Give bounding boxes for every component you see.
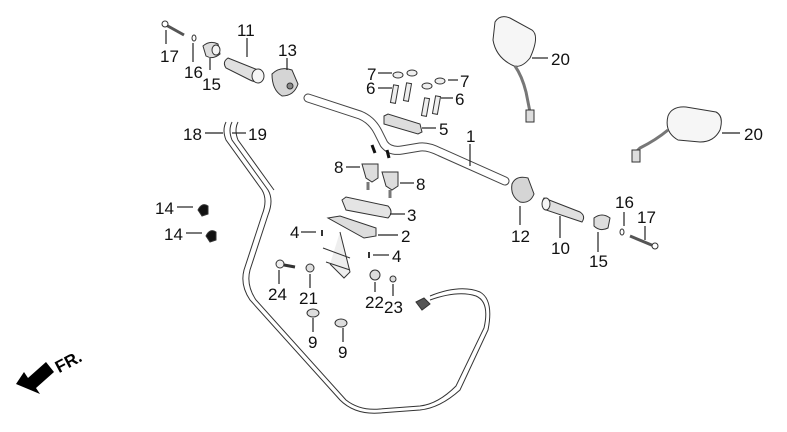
- callout-3: 3: [407, 206, 417, 225]
- bolt[interactable]: [431, 95, 442, 115]
- washer[interactable]: [434, 77, 446, 85]
- right-switch-housing[interactable]: [511, 176, 535, 203]
- callout-1: 1: [466, 127, 476, 146]
- washer[interactable]: [421, 82, 433, 90]
- bolt[interactable]: [389, 84, 400, 104]
- callout-7: 7: [460, 72, 470, 91]
- callout-17: 17: [160, 47, 179, 66]
- callout-5: 5: [439, 120, 449, 139]
- callout-10: 10: [551, 239, 570, 258]
- left-grip[interactable]: [223, 57, 265, 84]
- nut[interactable]: [369, 269, 381, 281]
- lower-holder[interactable]: [381, 171, 399, 198]
- callout-16: 16: [615, 193, 634, 212]
- callout-24: 24: [268, 285, 287, 304]
- cable-clip[interactable]: [197, 204, 209, 217]
- handlebar-mount-bracket[interactable]: [322, 215, 377, 279]
- callout-2: 2: [401, 227, 411, 246]
- callout-20: 20: [551, 50, 570, 69]
- callout-20: 20: [744, 125, 763, 144]
- bar-end-bolt[interactable]: [629, 234, 659, 250]
- callout-8: 8: [334, 158, 344, 177]
- callout-4: 4: [392, 247, 402, 266]
- callout-15: 15: [589, 252, 608, 271]
- lower-holder[interactable]: [361, 163, 379, 190]
- callout-16: 16: [184, 63, 203, 82]
- handlebar[interactable]: [303, 93, 510, 186]
- washer[interactable]: [392, 71, 404, 79]
- callout-19: 19: [248, 125, 267, 144]
- callout-14: 14: [164, 225, 183, 244]
- rubber-bushing[interactable]: [334, 318, 348, 328]
- washer[interactable]: [619, 228, 625, 236]
- left-switch-housing[interactable]: [271, 68, 299, 97]
- bar-end-weight[interactable]: [202, 41, 221, 59]
- callout-12: 12: [511, 227, 530, 246]
- callout-6: 6: [455, 90, 465, 109]
- bar-end-weight[interactable]: [593, 214, 611, 231]
- bolt[interactable]: [402, 82, 413, 102]
- bolt[interactable]: [420, 97, 431, 117]
- callout-15: 15: [202, 75, 221, 94]
- washer[interactable]: [305, 263, 315, 273]
- front-direction-arrow-icon: [16, 362, 54, 394]
- throttle-cable[interactable]: [223, 121, 491, 414]
- rear-view-mirror[interactable]: [492, 16, 536, 123]
- washer[interactable]: [406, 69, 418, 77]
- callout-14: 14: [155, 199, 174, 218]
- callout-7: 7: [367, 65, 377, 84]
- upper-holder-cover[interactable]: [341, 196, 392, 219]
- callout-22: 22: [365, 293, 384, 312]
- callout-23: 23: [384, 298, 403, 317]
- throttle-grip[interactable]: [541, 197, 585, 223]
- callout-8: 8: [416, 175, 426, 194]
- bar-end-bolt[interactable]: [161, 20, 185, 37]
- rubber-bushing[interactable]: [306, 308, 320, 318]
- callout-11: 11: [237, 21, 255, 40]
- callout-6: 6: [366, 79, 376, 98]
- washer[interactable]: [389, 275, 397, 283]
- callout-4: 4: [290, 223, 300, 242]
- cable-connector: [415, 297, 431, 311]
- callout-18: 18: [183, 125, 202, 144]
- handlebar-upper-holder[interactable]: [383, 113, 423, 135]
- bolt[interactable]: [275, 259, 296, 269]
- rear-view-mirror[interactable]: [631, 106, 722, 163]
- callout-9: 9: [338, 343, 348, 362]
- callout-13: 13: [278, 41, 297, 60]
- callout-17: 17: [637, 208, 656, 227]
- callout-21: 21: [299, 289, 318, 308]
- washer[interactable]: [191, 34, 197, 42]
- callout-9: 9: [308, 333, 318, 352]
- cable-clip[interactable]: [205, 230, 217, 243]
